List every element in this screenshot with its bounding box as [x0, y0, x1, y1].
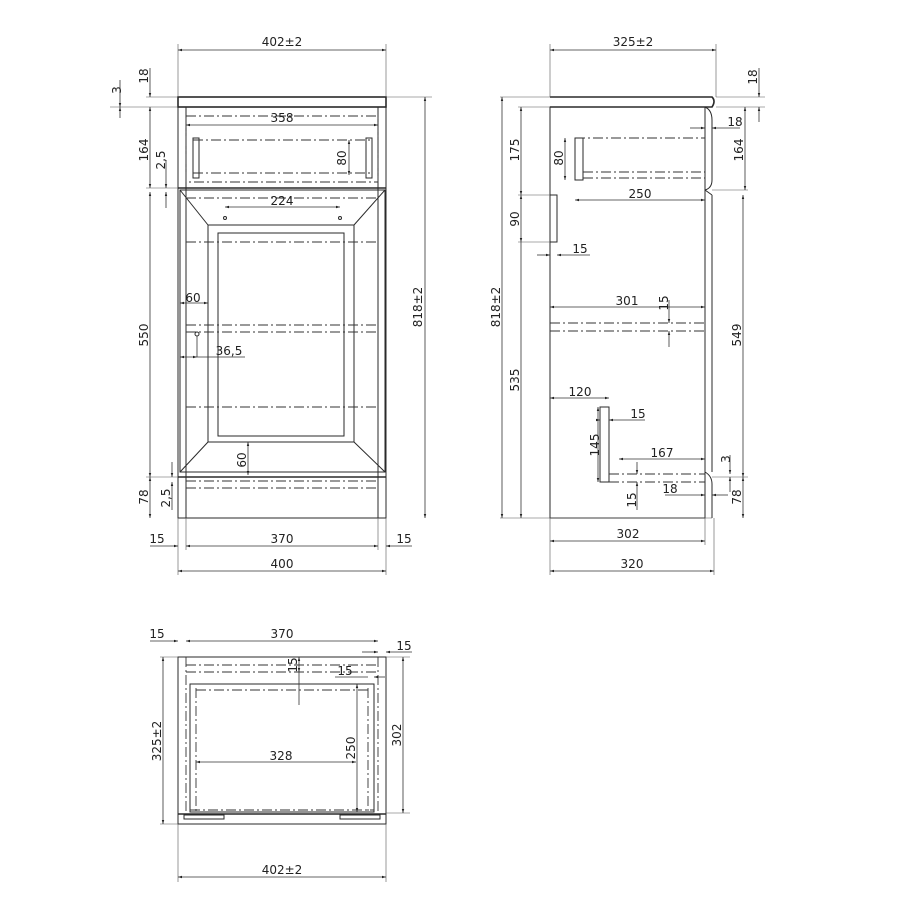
dimension-label: 15	[396, 639, 411, 653]
dimension-label: 15	[149, 627, 164, 641]
dimension-label: 15	[286, 657, 300, 672]
dimension-label: 15	[572, 242, 587, 256]
side-view: 325±2 18 18 164 80 250 175 90 15 818±2 3…	[489, 35, 765, 575]
dimension-label: 250	[629, 187, 652, 201]
dimension-label: 164	[137, 139, 151, 162]
dimension-label: 302	[390, 724, 404, 747]
dimension-label: 250	[344, 737, 358, 760]
dimension-label: 15	[396, 532, 411, 546]
dimension-label: 302	[617, 527, 640, 541]
dimension-label: 535	[508, 369, 522, 392]
dimension-label: 358	[271, 111, 294, 125]
dimension-label: 370	[271, 627, 294, 641]
dimension-label: 78	[137, 489, 151, 504]
dimension-label: 18	[746, 69, 760, 84]
dimension-label: 167	[651, 446, 674, 460]
top-view: 15 370 15 15 15 325±2 328 250 302 402±2	[149, 627, 412, 882]
dimension-label: 301	[616, 294, 639, 308]
dimension-label: 818±2	[411, 287, 425, 328]
dimension-label: 60	[185, 291, 200, 305]
dimension-label: 325±2	[613, 35, 654, 49]
dimension-label: 15	[657, 295, 671, 310]
dimension-label: 400	[271, 557, 294, 571]
dimension-label: 15	[337, 664, 352, 678]
dimension-label: 320	[621, 557, 644, 571]
dimension-label: 549	[730, 324, 744, 347]
dimension-label: 60	[235, 452, 249, 467]
dimension-label: 145	[588, 434, 602, 457]
dimension-label: 18	[727, 115, 742, 129]
dimension-label: 36,5	[216, 344, 243, 358]
dimension-label: 328	[270, 749, 293, 763]
dimension-label: 175	[508, 139, 522, 162]
dimension-label: 80	[335, 150, 349, 165]
dimension-label: 18	[137, 68, 151, 83]
dimension-label: 370	[271, 532, 294, 546]
front-view: 402±2 358 80 224 818±2 3 18 164 2,5 550 …	[110, 35, 432, 575]
dimension-label: 120	[569, 385, 592, 399]
dimension-label: 2,5	[159, 488, 173, 507]
dimension-label: 15	[149, 532, 164, 546]
dimension-label: 3	[719, 455, 733, 463]
dimension-label: 325±2	[150, 721, 164, 762]
dimension-label: 90	[508, 211, 522, 226]
dimension-label: 402±2	[262, 863, 303, 877]
dimension-label: 78	[730, 489, 744, 504]
dimension-label: 818±2	[489, 287, 503, 328]
dimension-label: 550	[137, 324, 151, 347]
dimension-label: 402±2	[262, 35, 303, 49]
dimension-label: 2,5	[154, 150, 168, 169]
dimension-label: 15	[625, 492, 639, 507]
dimension-label: 224	[271, 194, 294, 208]
dimension-label: 18	[662, 482, 677, 496]
dimension-label: 3	[110, 86, 124, 94]
dimension-label: 15	[630, 407, 645, 421]
dimension-label: 80	[552, 150, 566, 165]
dimension-label: 164	[732, 139, 746, 162]
